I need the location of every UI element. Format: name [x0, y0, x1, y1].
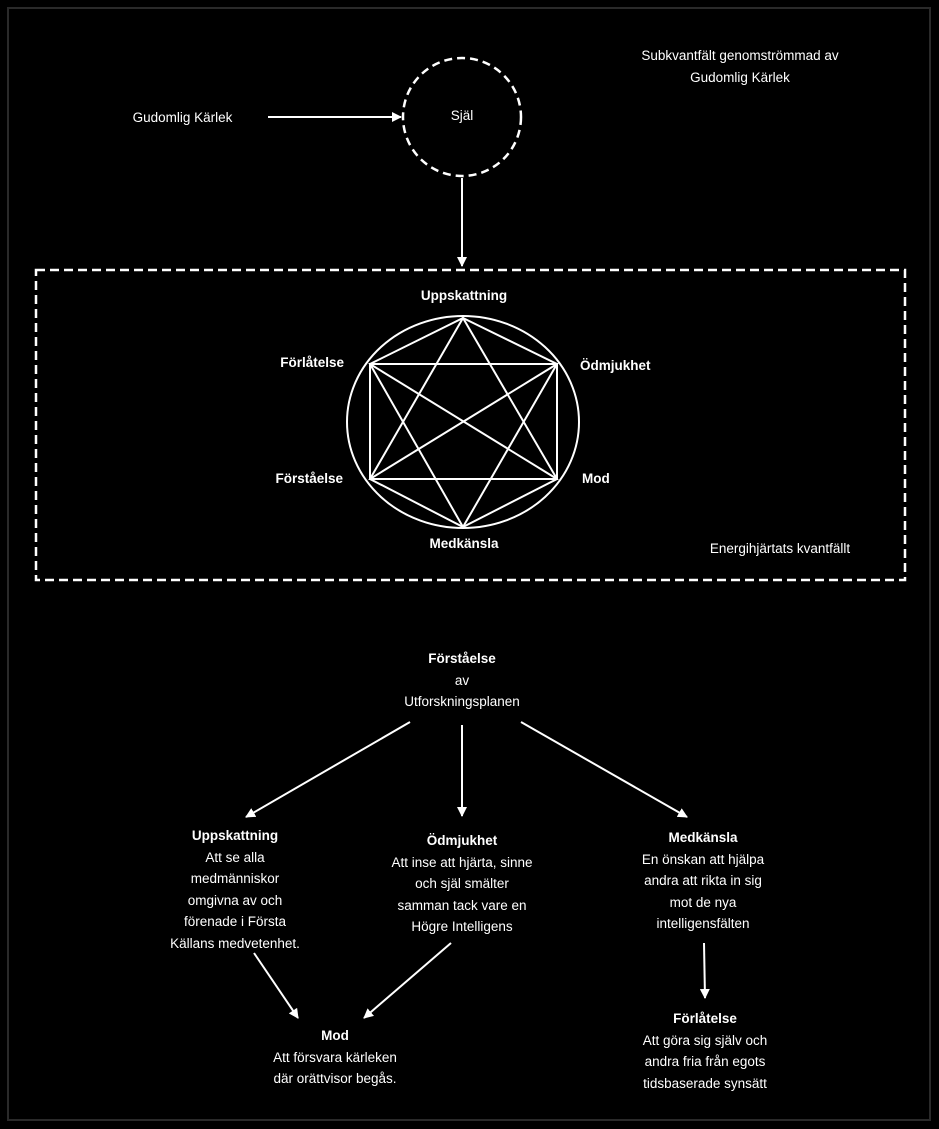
node-forgiveness-line-3: tidsbaserade synsätt	[643, 1075, 767, 1091]
node-forgiveness: Förlåtelse Att göra sig själv och andra …	[605, 1008, 805, 1094]
arrow-appreciation-to-courage	[253, 952, 299, 1019]
node-appreciation-line-5: Källans medvetenhet.	[170, 935, 300, 951]
outer-frame	[7, 7, 931, 1121]
subfield-note: Subkvantfält genomströmmad av Gudomlig K…	[600, 45, 880, 88]
node-forgiveness-title: Förlåtelse	[673, 1011, 737, 1026]
vertex-label-top: Uppskattning	[420, 288, 508, 303]
arrow-compassion-to-forgiveness	[699, 942, 710, 999]
hexagram-figure	[346, 315, 580, 530]
node-humility: Ödmjukhet Att inse att hjärta, sinne och…	[347, 830, 577, 938]
subfield-note-line-1: Subkvantfält genomströmmad av	[641, 48, 839, 63]
vertex-label-bottom: Medkänsla	[429, 536, 499, 551]
node-humility-line-3: samman tack vare en	[397, 897, 527, 913]
node-appreciation-line-4: förenade i Första	[183, 914, 287, 929]
node-forgiveness-line-1: Att göra sig själv och	[642, 1032, 768, 1048]
node-compassion-line-1: En önskan att hjälpa	[641, 851, 765, 867]
vertex-label-lower-left: Förståelse	[275, 471, 343, 486]
node-compassion-title: Medkänsla	[668, 830, 738, 845]
energy-field-box	[34, 268, 907, 582]
node-root-line-1: av	[454, 672, 470, 688]
node-courage-title: Mod	[321, 1028, 349, 1043]
arrow-root-to-appreciation	[245, 721, 411, 818]
node-appreciation: Uppskattning Att se alla medmänniskor om…	[150, 825, 320, 954]
soul-label: Själ	[450, 108, 474, 123]
node-compassion-line-4: intelligensfälten	[656, 916, 750, 931]
triangle-up	[368, 316, 559, 480]
node-humility-line-1: Att inse att hjärta, sinne	[391, 854, 533, 870]
vertex-label-upper-right: Ödmjukhet	[580, 358, 651, 373]
node-courage-line-1: Att försvara kärleken	[273, 1049, 397, 1065]
node-appreciation-line-1: Att se alla	[205, 849, 265, 865]
node-humility-title: Ödmjukhet	[426, 833, 498, 848]
vertex-label-upper-left: Förlåtelse	[280, 355, 344, 370]
soul-circle	[401, 56, 523, 178]
node-humility-line-4: Högre Intelligens	[411, 919, 513, 934]
node-compassion: Medkänsla En önskan att hjälpa andra att…	[603, 827, 803, 935]
node-appreciation-title: Uppskattning	[191, 828, 279, 843]
node-forgiveness-line-2: andra fria från egots	[644, 1054, 766, 1069]
energy-field-caption: Energihjärtats kvantfällt	[709, 541, 851, 556]
triangle-down	[368, 363, 559, 530]
node-compassion-line-3: mot de nya	[669, 894, 737, 910]
node-humility-line-2: och själ smälter	[415, 876, 509, 891]
node-appreciation-line-3: omgivna av och	[187, 892, 283, 908]
node-appreciation-line-2: medmänniskor	[190, 871, 280, 886]
node-compassion-line-2: andra att rikta in sig	[644, 873, 762, 888]
arrow-root-to-compassion	[520, 721, 688, 818]
node-root: Förståelse av Utforskningsplanen	[357, 648, 567, 713]
node-root-line-2: Utforskningsplanen	[404, 694, 520, 709]
subfield-note-line-2: Gudomlig Kärlek	[690, 69, 790, 85]
divine-love-label: Gudomlig Kärlek	[132, 110, 233, 125]
node-root-title: Förståelse	[428, 651, 496, 666]
vertex-label-lower-right: Mod	[582, 471, 610, 486]
diagonal-b	[369, 363, 558, 480]
node-courage: Mod Att försvara kärleken där orättvisor…	[235, 1025, 435, 1090]
arrow-humility-to-courage	[363, 942, 452, 1019]
node-courage-line-2: där orättvisor begås.	[273, 1071, 397, 1086]
